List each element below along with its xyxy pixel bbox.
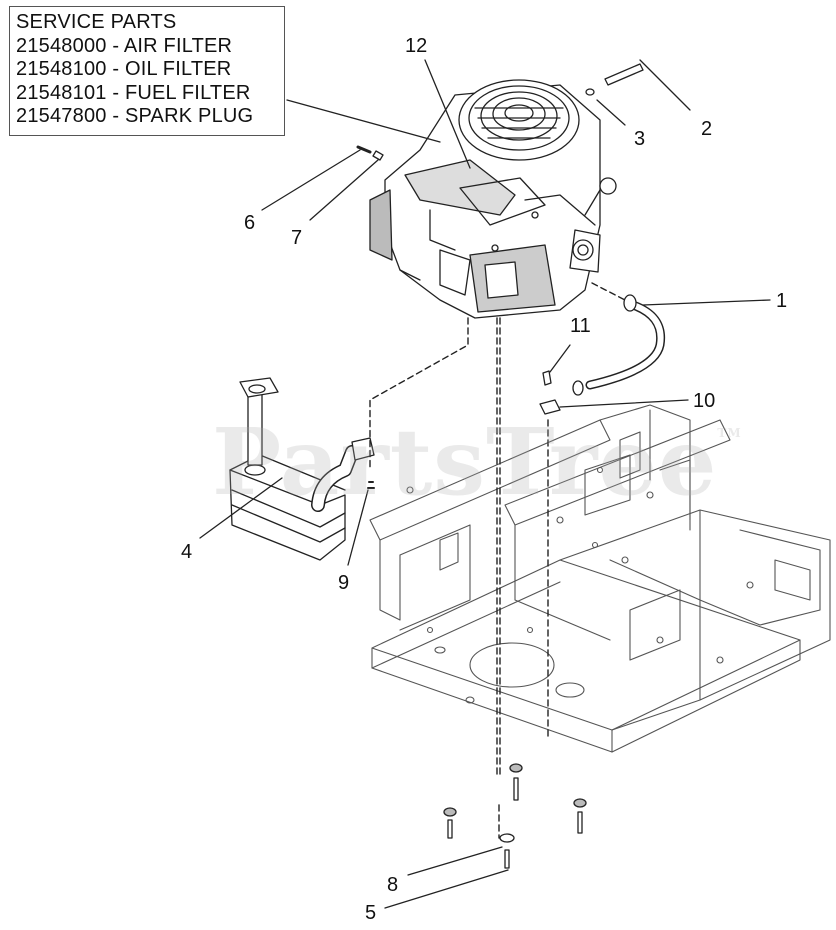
callout-12[interactable]: 12 (405, 35, 428, 57)
callout-4[interactable]: 4 (181, 541, 193, 563)
callout-10[interactable]: 10 (693, 390, 716, 412)
service-parts-box: SERVICE PARTS 21548000 - AIR FILTER 2154… (9, 6, 285, 136)
pin (604, 63, 644, 86)
callout-5[interactable]: 5 (365, 902, 377, 924)
callout-11[interactable]: 11 (570, 315, 591, 337)
callout-3[interactable]: 3 (634, 128, 646, 150)
callout-6[interactable]: 6 (244, 212, 256, 234)
engine (369, 79, 617, 319)
mount-bolts (443, 763, 587, 869)
exhaust-pipe (311, 437, 375, 512)
callout-8[interactable]: 8 (387, 874, 399, 896)
service-parts-title: SERVICE PARTS (16, 11, 177, 33)
fuel-line (572, 294, 666, 396)
mower-frame (369, 404, 831, 753)
service-part-oil-filter: 21548100 - OIL FILTER (16, 58, 232, 80)
callout-2[interactable]: 2 (701, 118, 713, 140)
service-part-air-filter: 21548000 - AIR FILTER (16, 34, 233, 57)
washer (585, 88, 595, 96)
nut (372, 150, 384, 161)
fuel-clamp (539, 370, 561, 415)
callout-9[interactable]: 9 (338, 572, 350, 594)
callout-7[interactable]: 7 (291, 227, 303, 249)
muffler (229, 377, 346, 561)
assembly-lines (369, 282, 626, 839)
service-part-spark-plug: 21547800 - SPARK PLUG (16, 105, 254, 127)
bolt (356, 145, 372, 154)
leader-lines (199, 59, 771, 909)
callout-1[interactable]: 1 (776, 290, 788, 312)
service-part-fuel-filter: 21548101 - FUEL FILTER (16, 81, 251, 104)
